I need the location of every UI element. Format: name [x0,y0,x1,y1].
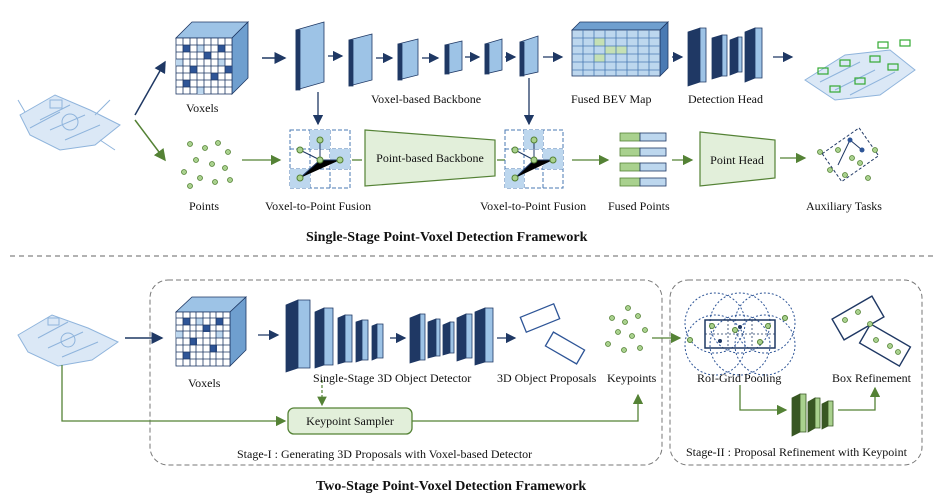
label-stage1: Stage-I : Generating 3D Proposals with V… [237,447,533,461]
points-cluster [181,140,233,189]
input-point-cloud-top [17,94,121,151]
voxel-cube-top [175,21,249,95]
label-aux-tasks: Auxiliary Tasks [806,199,882,213]
label-stage2: Stage-II : Proposal Refinement with Keyp… [686,445,907,459]
label-proposals: 3D Object Proposals [497,371,597,385]
proposal-boxes [519,302,586,365]
label-point-backbone: Point-based Backbone [376,151,484,165]
point-head [699,131,776,187]
label-keypoints: Keypoints [607,371,657,385]
label-fused-points: Fused Points [608,199,670,213]
roi-grid-pooling [684,292,796,376]
v2p-fusion-1 [289,129,351,189]
label-point-head: Point Head [710,153,764,167]
detector-blocks [285,299,384,373]
label-keypoint-sampler: Keypoint Sampler [306,414,394,428]
label-box-refinement: Box Refinement [832,371,911,385]
input-point-cloud-bottom [17,314,120,367]
box-refinement-graphic [831,295,912,367]
refinement-blocks [791,393,834,437]
label-voxels-top: Voxels [186,101,219,115]
voxel-cube-bottom [174,296,248,367]
stage1-frame [149,279,663,466]
arrow-pc-to-voxels [134,60,166,116]
voxel-backbone-blocks [295,21,539,91]
label-v2p-fusion-1: Voxel-to-Point Fusion [265,199,372,213]
output-point-cloud-top [804,39,916,101]
point-based-backbone [364,129,496,187]
arrow-pc-to-points [134,119,166,162]
label-fused-bev: Fused BEV Map [571,92,652,106]
title-two-stage: Two-Stage Point-Voxel Detection Framewor… [316,479,587,494]
v2p-fusion-2 [504,129,564,189]
label-voxels-bottom: Voxels [188,376,221,390]
keypoints-cluster [605,305,648,353]
fused-bev-map [571,21,669,77]
stage2-frame [669,279,923,466]
label-v2p-fusion-2: Voxel-to-Point Fusion [480,199,587,213]
label-detection-head: Detection Head [688,92,763,106]
label-points: Points [189,199,220,213]
label-voxel-backbone: Voxel-based Backbone [371,92,482,106]
fused-points-bars [619,132,667,187]
detection-head-blocks [687,27,763,87]
title-single-stage: Single-Stage Point-Voxel Detection Frame… [306,230,588,245]
label-roi-pooling: RoI-Grid Pooling [697,371,782,385]
label-detector: Single-Stage 3D Object Detector [313,371,472,385]
detector-head-blocks [409,307,494,366]
auxiliary-tasks-graphic [817,127,880,183]
